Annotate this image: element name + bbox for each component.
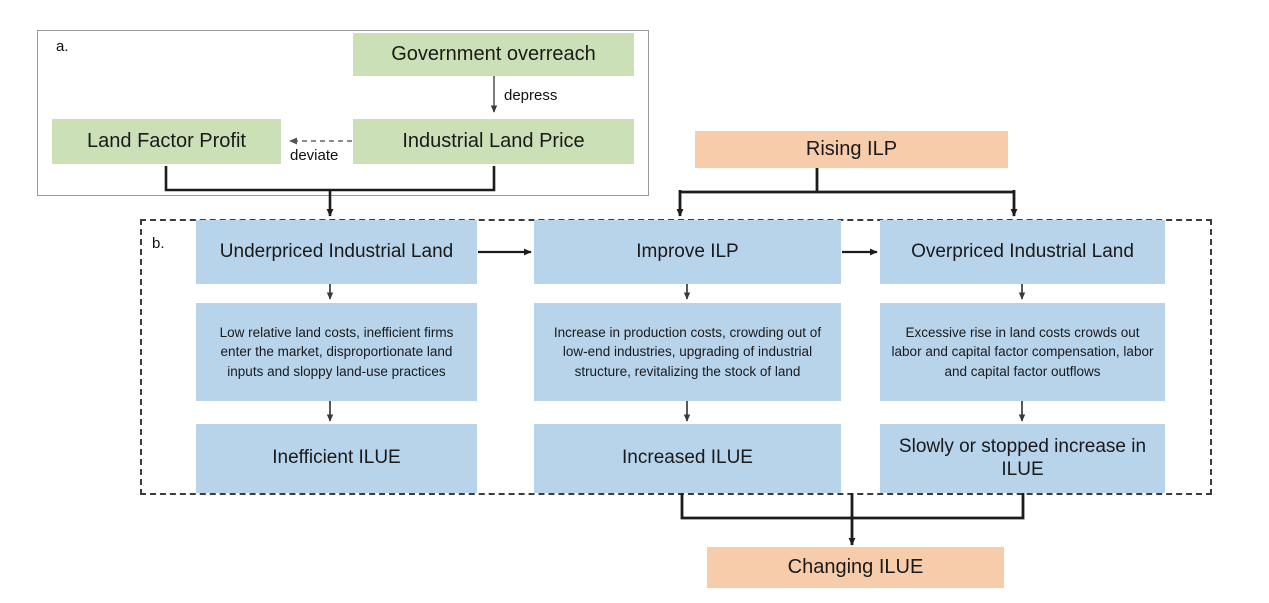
node-slowly-or-stopped-increase-ilue[interactable]: Slowly or stopped increase in ILUE	[880, 424, 1165, 493]
edge-rising-ilp-split	[676, 167, 1018, 217]
edge-label-deviate: deviate	[290, 147, 339, 164]
panel-b-label: b.	[152, 235, 165, 252]
node-improve-mechanism[interactable]: Increase in production costs, crowding o…	[534, 303, 841, 401]
node-industrial-land-price[interactable]: Industrial Land Price	[353, 119, 634, 164]
edge-outcomes-to-changing-ilue	[680, 493, 1025, 546]
node-improve-ilp[interactable]: Improve ILP	[534, 220, 841, 284]
node-rising-ilp[interactable]: Rising ILP	[695, 131, 1008, 168]
node-land-factor-profit[interactable]: Land Factor Profit	[52, 119, 281, 164]
node-changing-ilue[interactable]: Changing ILUE	[707, 547, 1004, 588]
edge-label-depress: depress	[504, 87, 558, 104]
node-underpriced-mechanism[interactable]: Low relative land costs, inefficient fir…	[196, 303, 477, 401]
panel-a-label: a.	[56, 38, 69, 55]
node-increased-ilue[interactable]: Increased ILUE	[534, 424, 841, 493]
node-inefficient-ilue[interactable]: Inefficient ILUE	[196, 424, 477, 493]
node-overpriced-industrial-land[interactable]: Overpriced Industrial Land	[880, 220, 1165, 284]
panel-a-frame	[37, 30, 649, 196]
node-underpriced-industrial-land[interactable]: Underpriced Industrial Land	[196, 220, 477, 284]
node-overpriced-mechanism[interactable]: Excessive rise in land costs crowds out …	[880, 303, 1165, 401]
node-government-overreach[interactable]: Government overreach	[353, 33, 634, 76]
